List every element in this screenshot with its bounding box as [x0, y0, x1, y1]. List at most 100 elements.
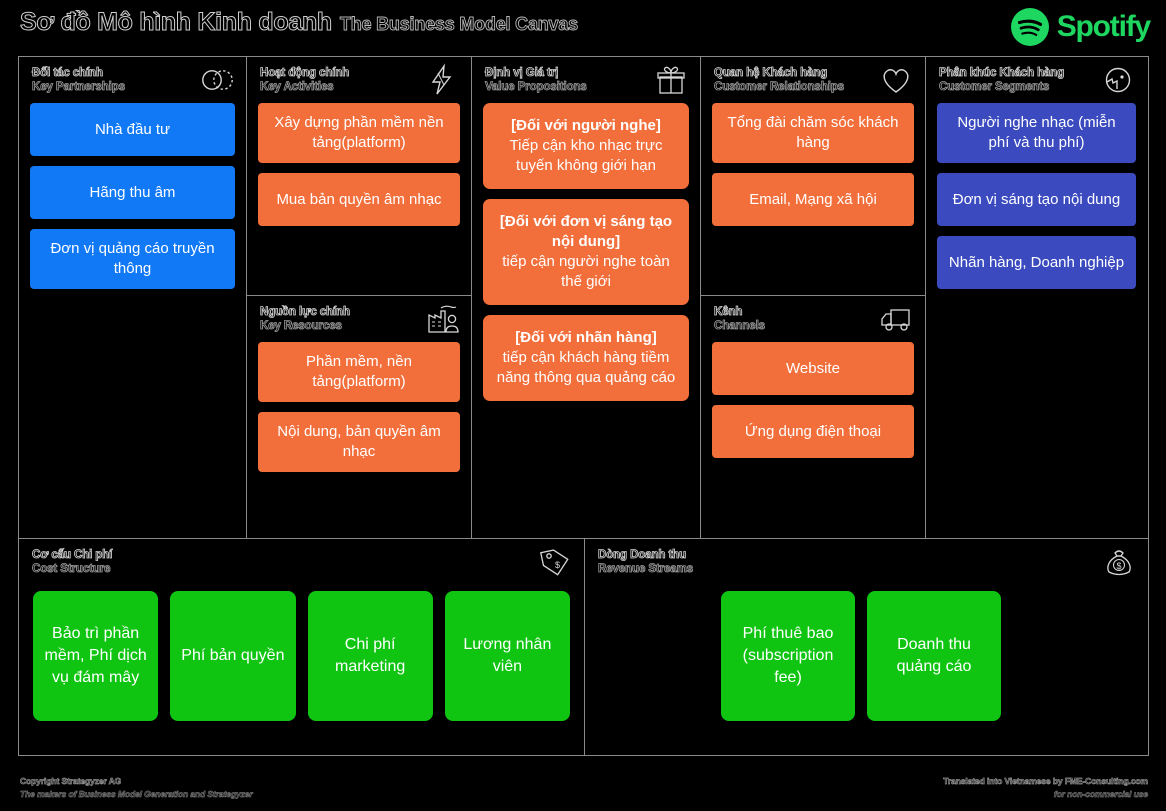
block-header: Kênh Channels	[701, 296, 925, 342]
block-key-resources[interactable]: Nguồn lực chính Key Resources	[247, 296, 471, 538]
card-item[interactable]: Lương nhân viên	[444, 591, 570, 721]
card-item[interactable]: Bảo trì phần mềm, Phí dịch vụ đám mây	[33, 591, 159, 721]
block-title-vietnamese: Quan hệ Khách hàng	[714, 67, 828, 80]
card-item[interactable]: Nội dung, bản quyền âm nhạc	[258, 412, 460, 472]
block-customer-segments[interactable]: Phân khúc Khách hàng Customer Segments N…	[926, 57, 1147, 538]
page-header: Sơ đồ Mô hình Kinh doanh The Business Mo…	[0, 0, 1166, 54]
price-tag-icon: $	[536, 545, 574, 579]
footer-translation-line2: for non-commercial use	[1053, 789, 1148, 800]
card-item[interactable]: Người nghe nhạc (miễn phí và thu phí)	[937, 103, 1136, 163]
block-title-vietnamese: Định vị Giá trị	[485, 67, 559, 80]
block-title-english: Customer Relationships	[714, 81, 845, 94]
svg-text:$: $	[1116, 561, 1121, 571]
block-title-english: Key Activities	[260, 81, 335, 94]
spotify-wordmark: Spotify	[1056, 10, 1151, 43]
footer-copyright-line1: Copyright Strategyzer AG	[20, 776, 122, 787]
block-title-vietnamese: Nguồn lực chính	[260, 306, 351, 319]
block-title-english: Value Propositions	[485, 81, 588, 94]
block-key-partnerships[interactable]: Đối tác chính Key Partnerships Nhà đầu t…	[19, 57, 247, 538]
block-title-english: Key Resources	[260, 320, 343, 333]
lightning-bolt-icon	[423, 63, 461, 97]
card-item[interactable]: Phần mềm, nền tảng(platform)	[258, 342, 460, 402]
card-item[interactable]: Website	[712, 342, 914, 395]
block-key-activities-resources: Hoạt động chính Key Activities Xây dựng …	[247, 57, 472, 538]
page-title-english: The Business Model Canvas	[339, 14, 578, 35]
card-item[interactable]: Đơn vị sáng tạo nội dung	[937, 173, 1136, 226]
card-list: Phần mềm, nền tảng(platform) Nội dung, b…	[247, 342, 471, 472]
card-body: tiếp cận người nghe toàn thế giới	[502, 253, 670, 290]
card-item[interactable]: [Đối với nhãn hàng] tiếp cận khách hàng …	[483, 315, 689, 401]
block-title-english: Customer Segments	[939, 81, 1050, 94]
block-title-vietnamese: Cơ cấu Chi phí	[32, 549, 113, 562]
interlocking-rings-icon	[198, 63, 236, 97]
heart-icon	[877, 63, 915, 97]
gift-box-icon	[652, 63, 690, 97]
block-title-vietnamese: Hoạt động chính	[260, 67, 350, 80]
person-in-circle-icon	[1099, 63, 1137, 97]
card-item[interactable]: Chi phí marketing	[307, 591, 433, 721]
block-header: Nguồn lực chính Key Resources	[247, 296, 471, 342]
card-list: Nhà đầu tư Hãng thu âm Đơn vị quảng cáo …	[19, 103, 246, 289]
block-title-vietnamese: Kênh	[714, 306, 743, 319]
card-item[interactable]: Mua bản quyền âm nhạc	[258, 173, 460, 226]
card-list: Tổng đài chăm sóc khách hàng Email, Mạng…	[701, 103, 925, 226]
block-header: Cơ cấu Chi phí Cost Structure $	[19, 539, 584, 585]
card-item[interactable]: Ứng dụng điện thoại	[712, 405, 914, 458]
card-item[interactable]: Nhà đầu tư	[30, 103, 235, 156]
card-item[interactable]: Hãng thu âm	[30, 166, 235, 219]
block-customer-relationships[interactable]: Quan hệ Khách hàng Customer Relationship…	[701, 57, 925, 296]
block-header: Định vị Giá trị Value Propositions	[472, 57, 700, 103]
card-list: Bảo trì phần mềm, Phí dịch vụ đám mây Ph…	[19, 591, 584, 721]
card-item[interactable]: Doanh thu quảng cáo	[867, 591, 1001, 721]
canvas-grid: Đối tác chính Key Partnerships Nhà đầu t…	[18, 56, 1149, 756]
card-item[interactable]: Phí bản quyền	[170, 591, 296, 721]
block-relationships-channels: Quan hệ Khách hàng Customer Relationship…	[701, 57, 926, 538]
block-revenue-streams[interactable]: Dòng Doanh thu Revenue Streams $ Phí thu…	[585, 539, 1148, 755]
card-item[interactable]: Email, Mạng xã hội	[712, 173, 914, 226]
block-value-propositions[interactable]: Định vị Giá trị Value Propositions	[472, 57, 701, 538]
block-title-english: Channels	[714, 320, 766, 333]
spotify-logo: Spotify	[1010, 7, 1151, 47]
block-cost-structure[interactable]: Cơ cấu Chi phí Cost Structure $ Bảo trì …	[19, 539, 585, 755]
block-title-vietnamese: Đối tác chính	[32, 67, 104, 80]
block-title-english: Cost Structure	[32, 563, 111, 576]
block-title-vietnamese: Dòng Doanh thu	[598, 549, 687, 562]
card-body: tiếp cận khách hàng tiềm năng thông qua …	[496, 349, 676, 386]
block-title-english: Revenue Streams	[598, 563, 694, 576]
card-item[interactable]: [Đối với đơn vị sáng tạo nội dung] tiếp …	[483, 199, 689, 305]
canvas-bottom-row: Cơ cấu Chi phí Cost Structure $ Bảo trì …	[19, 539, 1148, 755]
block-header: Hoạt động chính Key Activities	[247, 57, 471, 103]
card-list: Người nghe nhạc (miễn phí và thu phí) Đơ…	[926, 103, 1147, 289]
card-item[interactable]: [Đối với người nghe] Tiếp cận kho nhạc t…	[483, 103, 689, 189]
block-header: Đối tác chính Key Partnerships	[19, 57, 246, 103]
footer-translation-line1: Translated into Vietnamese by FME-Consul…	[943, 776, 1149, 787]
block-header: Quan hệ Khách hàng Customer Relationship…	[701, 57, 925, 103]
card-list: Phí thuê bao (subscription fee) Doanh th…	[585, 591, 1148, 721]
block-header: Phân khúc Khách hàng Customer Segments	[926, 57, 1147, 103]
card-item[interactable]: Nhãn hàng, Doanh nghiệp	[937, 236, 1136, 289]
footer-copyright-line2: The makers of Business Model Generation …	[20, 789, 253, 800]
card-item[interactable]: Đơn vị quảng cáo truyền thông	[30, 229, 235, 289]
block-channels[interactable]: Kênh Channels	[701, 296, 925, 538]
block-key-activities[interactable]: Hoạt động chính Key Activities Xây dựng …	[247, 57, 471, 296]
footer-translation: Translated into Vietnamese by FME-Consul…	[943, 775, 1149, 801]
card-list: [Đối với người nghe] Tiếp cận kho nhạc t…	[472, 103, 700, 401]
block-title-english: Key Partnerships	[32, 81, 126, 94]
card-body: Tiếp cận kho nhạc trực tuyến không giới …	[509, 137, 663, 174]
canvas-top-row: Đối tác chính Key Partnerships Nhà đầu t…	[19, 57, 1148, 539]
card-item[interactable]: Phí thuê bao (subscription fee)	[721, 591, 855, 721]
card-list: Xây dựng phần mềm nền tảng(platform) Mua…	[247, 103, 471, 226]
footer-copyright: Copyright Strategyzer AG The makers of B…	[20, 775, 253, 801]
card-item[interactable]: Tổng đài chăm sóc khách hàng	[712, 103, 914, 163]
card-list: Website Ứng dụng điện thoại	[701, 342, 925, 458]
card-item[interactable]: Xây dựng phần mềm nền tảng(platform)	[258, 103, 460, 163]
factory-worker-icon	[423, 302, 461, 336]
block-header: Dòng Doanh thu Revenue Streams $	[585, 539, 1148, 585]
card-lead: [Đối với người nghe]	[511, 117, 661, 134]
card-lead: [Đối với nhãn hàng]	[515, 329, 657, 346]
page-title-vietnamese: Sơ đồ Mô hình Kinh doanh	[20, 8, 333, 37]
page-title: Sơ đồ Mô hình Kinh doanh The Business Mo…	[20, 8, 579, 37]
spotify-icon	[1010, 7, 1050, 47]
svg-text:$: $	[555, 560, 560, 570]
